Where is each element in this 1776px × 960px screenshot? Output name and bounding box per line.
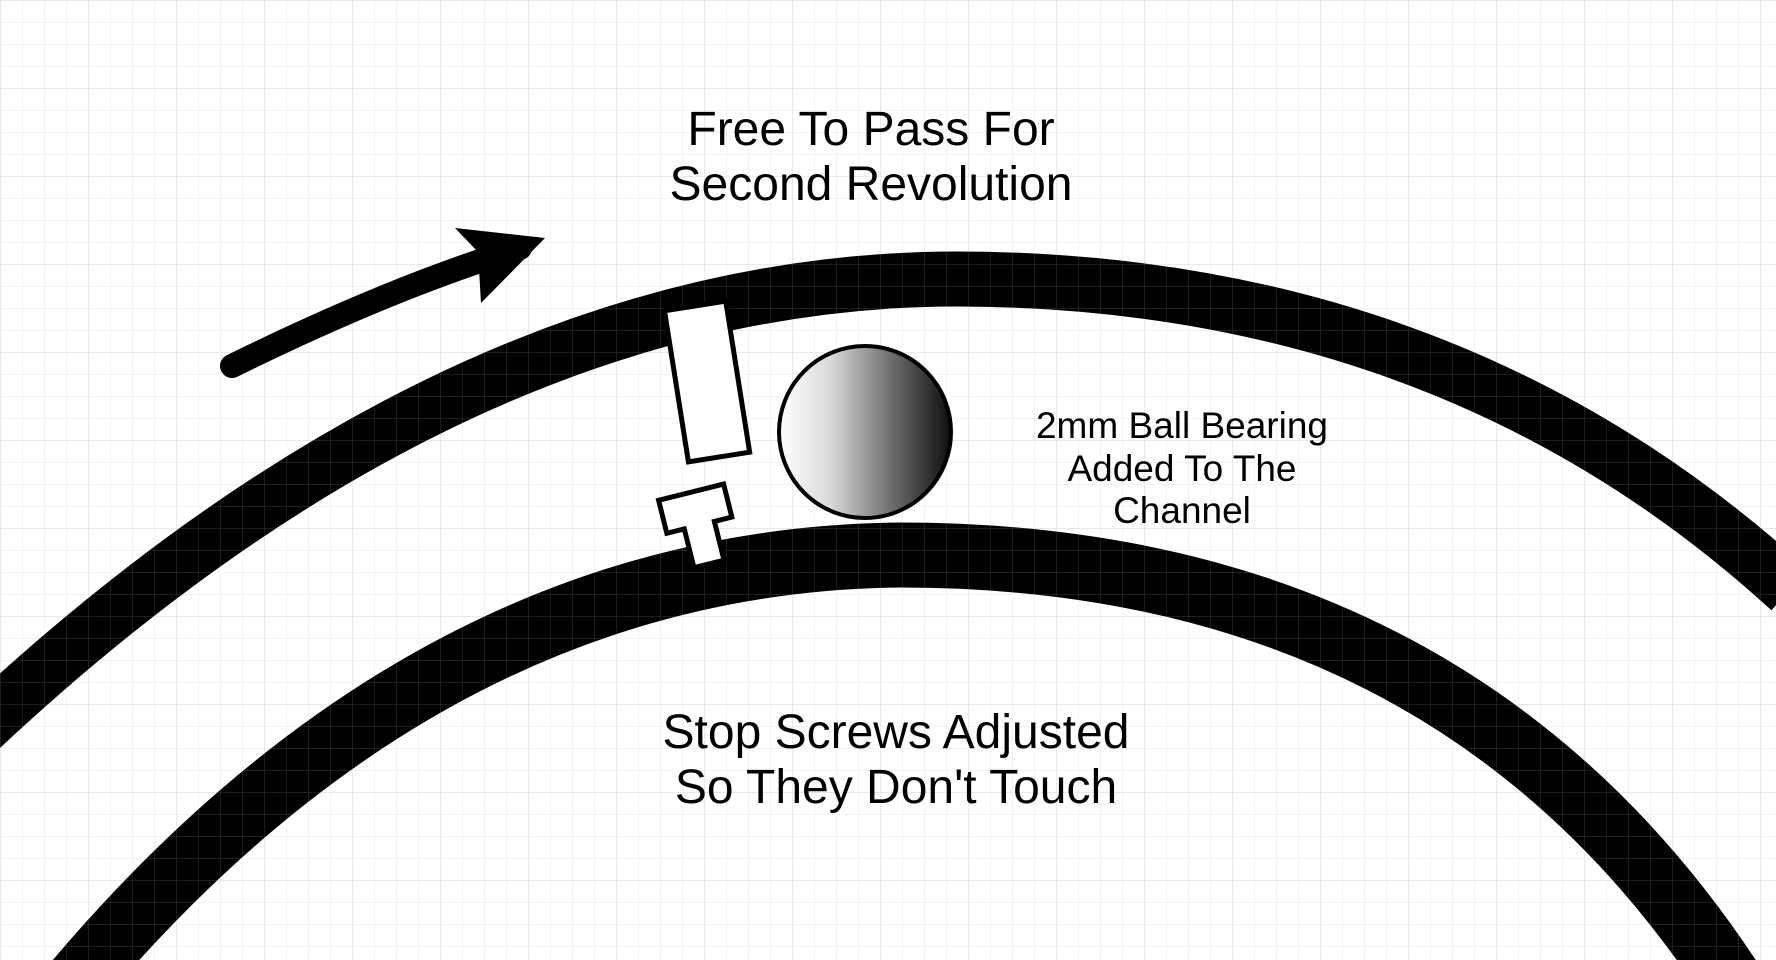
ball-bearing-line1: 2mm Ball Bearing bbox=[1035, 405, 1328, 446]
free-to-pass-line1: Free To Pass For bbox=[687, 103, 1055, 156]
inner-ring bbox=[52, 522, 1756, 960]
free-to-pass-label: Free To Pass For Second Revolution bbox=[571, 102, 1171, 212]
ball-bearing-line2: Added To The bbox=[1067, 447, 1297, 489]
ball-bearing-label: 2mm Ball Bearing Added To The Channel bbox=[982, 405, 1382, 533]
free-to-pass-line2: Second Revolution bbox=[669, 158, 1073, 212]
outer-ring bbox=[0, 251, 1776, 748]
stop-screw-icon bbox=[655, 481, 735, 571]
ball-bearing-icon bbox=[777, 344, 953, 520]
stop-screws-line2: So They Don't Touch bbox=[674, 761, 1118, 815]
stop-block-icon bbox=[661, 298, 753, 465]
ball-bearing-line3: Channel bbox=[1113, 490, 1251, 532]
stop-screws-label: Stop Screws Adjusted So They Don't Touch bbox=[546, 705, 1246, 815]
arrow-icon bbox=[220, 228, 545, 378]
stop-screws-line1: Stop Screws Adjusted bbox=[662, 706, 1130, 759]
